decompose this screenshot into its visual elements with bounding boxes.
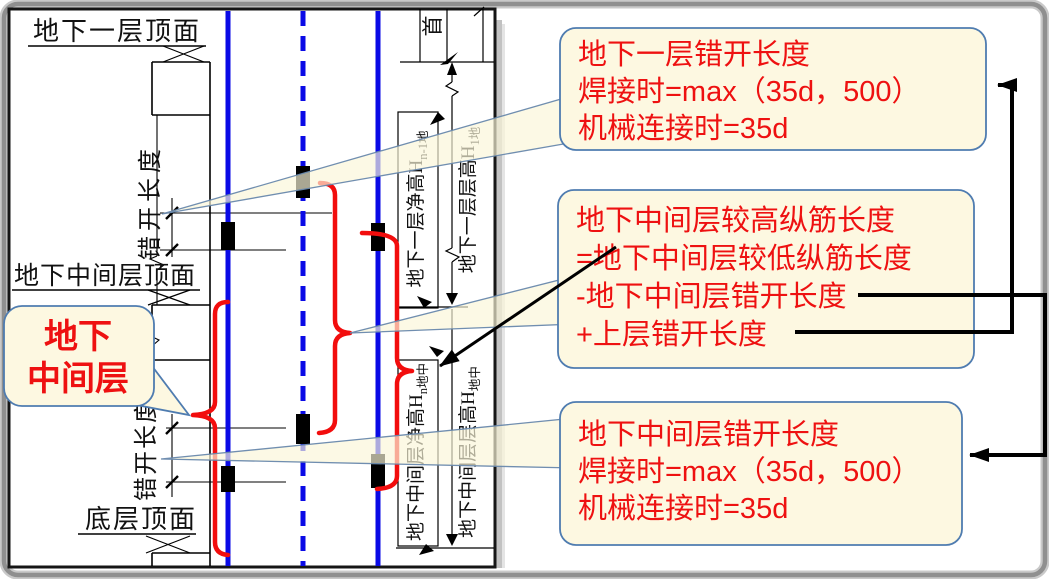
splice-couplers — [221, 166, 385, 492]
callout-2-line-3: -地下中间层错开长度 — [576, 280, 847, 313]
callout-1-line-2: 焊接时=max（35d，500） — [578, 75, 921, 108]
connector-arrows — [795, 78, 1047, 462]
panel-shadow — [496, 20, 502, 568]
bubble-line-1: 地下 — [44, 318, 112, 356]
coupler — [371, 223, 385, 251]
callout-leaders — [160, 94, 576, 469]
coupler — [221, 222, 235, 250]
callout-1-line-1: 地下一层错开长度 — [578, 38, 810, 71]
connector-middle-stagger — [858, 293, 1047, 462]
coupler — [296, 414, 310, 444]
upper-stagger-dim-label: 错开长度 — [137, 144, 164, 260]
callout-1-line-3: 机械连接时=35d — [578, 112, 788, 145]
connector-upper-stagger — [795, 78, 1017, 334]
callout-3-line-3: 机械连接时=35d — [578, 492, 788, 525]
callout-3-line-2: 焊接时=max（35d，500） — [578, 455, 921, 488]
floor-label-mid-top: 地下中间层顶面 — [14, 262, 196, 290]
callout-1-bg — [559, 27, 987, 151]
bubble-line-2: 中间层 — [27, 360, 129, 398]
callout-box-3: 地下中间层错开长度 焊接时=max（35d，500） 机械连接时=35d — [559, 401, 963, 546]
callout-2-line-1: 地下中间层较高纵筋长度 — [576, 204, 895, 237]
middle-floor-bubble — [3, 305, 155, 407]
top-partial-label: 首 — [421, 16, 445, 37]
height-label-mid-net: 地下中间层净高Hn地中 — [405, 363, 430, 541]
brace-middle-floor-span — [190, 299, 231, 558]
floor-label-bottom-top: 底层顶面 — [85, 505, 197, 534]
callout-2-line-2: =地下中间层较低纵筋长度 — [576, 242, 912, 275]
coupler — [221, 466, 235, 492]
diagonal-pointer-arrow — [439, 245, 617, 368]
brace-higher-bar-length — [359, 230, 415, 492]
callout-3-bg — [559, 401, 963, 546]
lower-stagger-dim-label: 错开长度 — [133, 397, 160, 501]
callout-box-1: 地下一层错开长度 焊接时=max（35d，500） 机械连接时=35d — [559, 27, 987, 151]
callout-3-line-1: 地下中间层错开长度 — [578, 418, 839, 451]
floor-label-b1-top: 地下一层顶面 — [33, 17, 201, 46]
callout-2-bg — [557, 189, 975, 369]
drawing-panel — [7, 7, 497, 569]
dimension-arrowheads — [417, 52, 458, 555]
callout-2-line-4: +上层错开长度 — [576, 318, 767, 351]
callout-box-2: 地下中间层较高纵筋长度 =地下中间层较低纵筋长度 -地下中间层错开长度 +上层错… — [557, 189, 975, 369]
